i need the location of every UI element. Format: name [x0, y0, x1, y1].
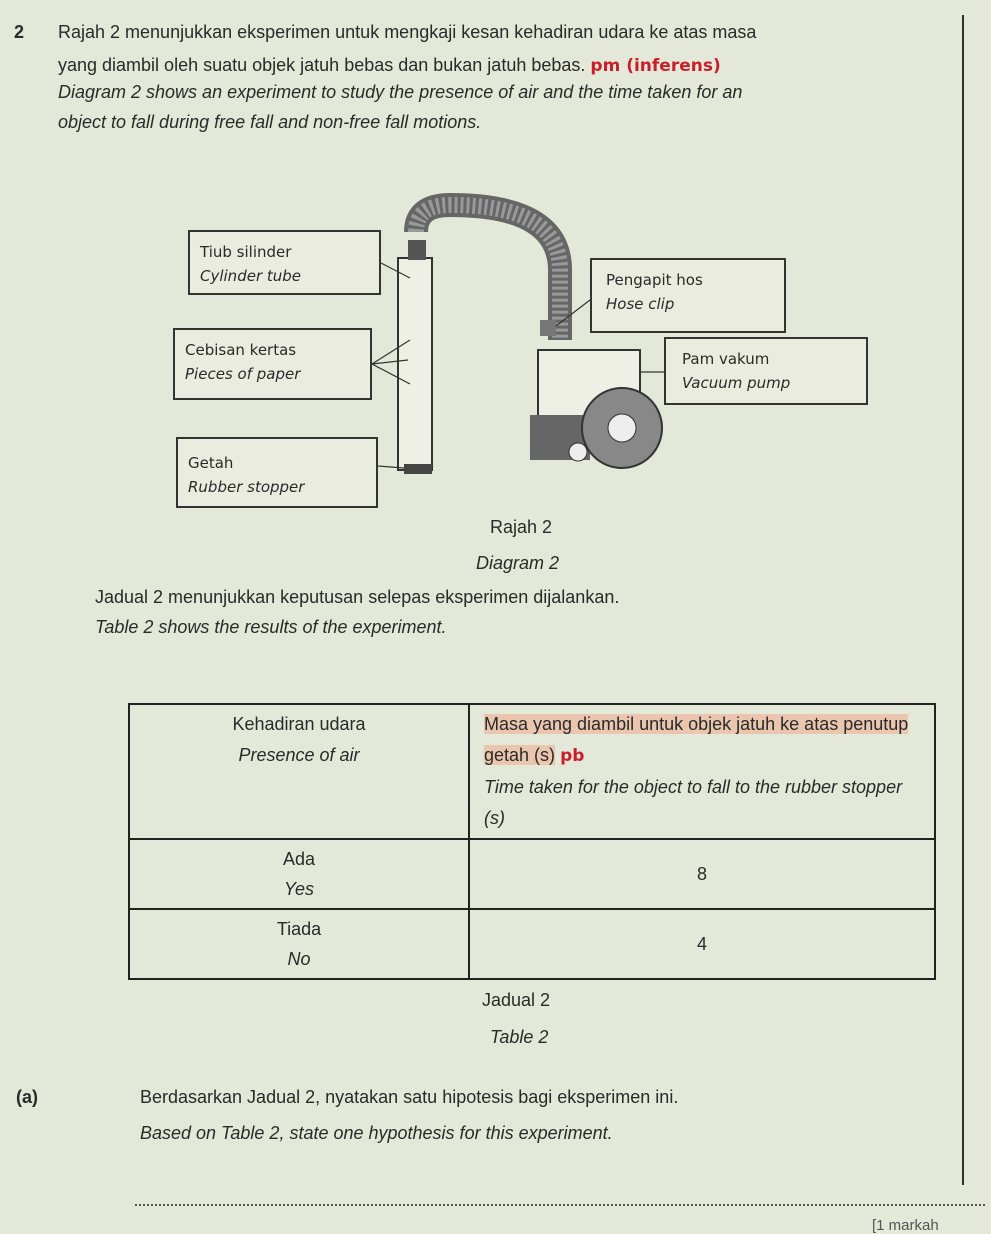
- question-number: 2: [14, 22, 25, 42]
- table-caption-ms: Jadual 2: [482, 990, 551, 1010]
- hose-clip: [540, 320, 556, 336]
- table-caption-en: Table 2: [490, 1027, 549, 1047]
- handwritten-note: pb: [560, 746, 585, 766]
- label-ms: Tiub silinder: [200, 243, 292, 261]
- question-text-ms-2-body: yang diambil oleh suatu objek jatuh beba…: [58, 55, 586, 75]
- margin-line: [962, 15, 964, 1185]
- header-en: Presence of air: [238, 745, 360, 765]
- label-en: Rubber stopper: [188, 478, 305, 496]
- cell-en: No: [287, 949, 311, 969]
- part-a-text-en: Based on Table 2, state one hypothesis f…: [140, 1123, 613, 1143]
- question-text-en-1: Diagram 2 shows an experiment to study t…: [58, 82, 743, 102]
- question-text-ms-2: yang diambil oleh suatu objek jatuh beba…: [58, 55, 721, 76]
- diagram-caption-en: Diagram 2: [476, 553, 560, 573]
- answer-line[interactable]: [135, 1204, 985, 1206]
- table-intro-ms: Jadual 2 menunjukkan keputusan selepas e…: [95, 587, 620, 607]
- cylinder-tube: [397, 257, 433, 471]
- header-time-taken: Masa yang diambil untuk objek jatuh ke a…: [468, 703, 936, 840]
- rubber-stopper: [404, 464, 432, 474]
- question-text-ms-1: Rajah 2 menunjukkan eksperimen untuk men…: [58, 22, 757, 42]
- cell-time: 8: [468, 838, 936, 910]
- label-en: Vacuum pump: [682, 374, 791, 392]
- label-en: Cylinder tube: [200, 267, 302, 285]
- header-en: Time taken for the object to fall to the…: [484, 777, 903, 828]
- apparatus-diagram: [371, 192, 664, 474]
- cell-ms: Tiada: [276, 919, 322, 939]
- question-text-en-2: object to fall during free fall and non-…: [58, 112, 482, 132]
- marks-label: [1 markah: [872, 1217, 939, 1234]
- label-ms: Pengapit hos: [606, 271, 703, 289]
- header-ms: Kehadiran udara: [232, 714, 366, 734]
- header-ms: Masa yang diambil untuk objek jatuh ke a…: [484, 714, 909, 765]
- label-en: Hose clip: [606, 295, 675, 313]
- label-ms: Cebisan kertas: [185, 341, 297, 359]
- label-en: Pieces of paper: [185, 365, 301, 383]
- label-ms: Getah: [188, 454, 234, 472]
- diagram-caption-ms: Rajah 2: [490, 517, 553, 537]
- part-a-text-ms: Berdasarkan Jadual 2, nyatakan satu hipo…: [140, 1087, 679, 1107]
- handwritten-note: pm (inferens): [590, 56, 721, 76]
- cell-ms: Ada: [282, 849, 316, 869]
- part-a-label: (a): [16, 1087, 38, 1107]
- cell-en: Yes: [283, 879, 315, 899]
- table-intro-en: Table 2 shows the results of the experim…: [95, 617, 447, 637]
- cell-time: 4: [468, 908, 936, 980]
- label-ms: Pam vakum: [682, 350, 770, 368]
